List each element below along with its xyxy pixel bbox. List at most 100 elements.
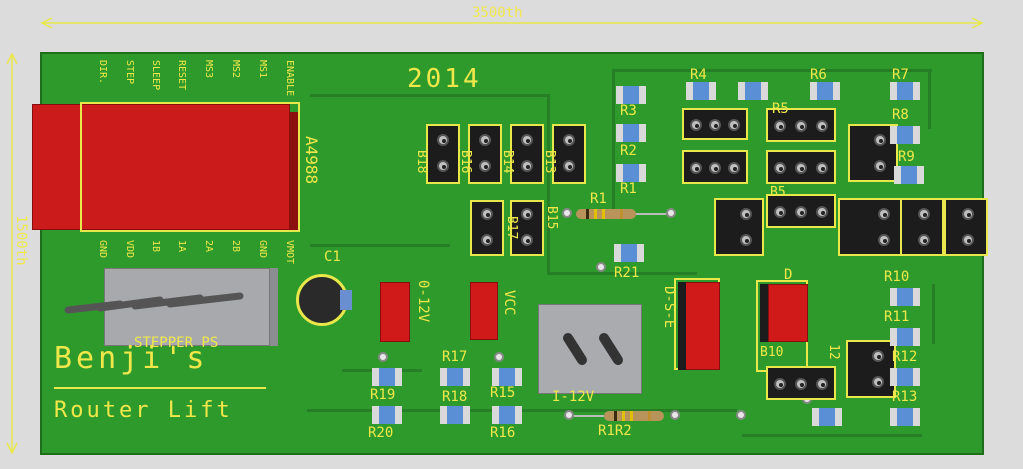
header-r3-group[interactable] <box>766 150 836 184</box>
c1-label: C1 <box>324 249 341 265</box>
pin-label-gnd-2: GND <box>257 240 268 259</box>
regulator-pins-icon <box>563 333 623 365</box>
a4988-module-shadow <box>290 112 300 230</box>
header-b18[interactable] <box>426 124 460 184</box>
resistor-r17[interactable] <box>440 368 470 386</box>
header-b15-label: B15 <box>544 206 559 230</box>
resistor-r8[interactable] <box>890 126 920 144</box>
pin-label-sleep: SLEEP <box>150 60 161 91</box>
header-b13[interactable] <box>552 124 586 184</box>
transistor-d-s-e[interactable] <box>684 282 720 370</box>
header-b14[interactable] <box>510 124 544 184</box>
pin-label-ms1: MS1 <box>257 60 268 79</box>
trace <box>547 272 697 275</box>
a4988-outline <box>80 102 300 232</box>
header-mid-right-2[interactable] <box>900 198 944 256</box>
height-dimension-label: 1500th <box>13 215 29 266</box>
trace <box>928 69 931 129</box>
resistor-r12-label: R12 <box>892 349 918 365</box>
header-b13-label: B13 <box>542 150 557 174</box>
transistor-heatsink <box>678 282 686 370</box>
relay-right-heatsink <box>760 284 768 342</box>
resistor-r2[interactable] <box>616 124 646 142</box>
header-mid-left[interactable] <box>714 198 764 256</box>
voltage-regulator[interactable] <box>538 304 642 394</box>
width-dimension-arrow-icon <box>40 17 984 29</box>
resistor-r1[interactable] <box>616 164 646 182</box>
title-underline <box>54 387 266 389</box>
stepper-ps-label: STEPPER PS <box>134 335 219 351</box>
relay-middle[interactable] <box>470 282 498 340</box>
resistor-r11-label: R11 <box>884 309 910 325</box>
resistor-r19-label: R19 <box>370 387 396 403</box>
header-b5[interactable] <box>766 194 836 228</box>
pin-label-vdd: VDD <box>124 240 135 259</box>
resistor-r20[interactable] <box>372 406 402 424</box>
header-r2-group[interactable] <box>682 150 748 184</box>
resistor-r17-label: R17 <box>442 349 468 365</box>
resistor-r15-part[interactable] <box>492 368 522 386</box>
resistor-r11[interactable] <box>890 328 920 346</box>
relay-right[interactable] <box>768 284 808 342</box>
pin-label-gnd: GND <box>97 240 108 259</box>
resistor-r12[interactable] <box>890 368 920 386</box>
header-b18-label: B18 <box>414 150 429 174</box>
via <box>378 352 388 362</box>
relay-left[interactable] <box>380 282 410 342</box>
header-b10-label: B10 <box>760 345 784 360</box>
resistor-r13[interactable] <box>890 408 920 426</box>
header-b16[interactable] <box>468 124 502 184</box>
header-mid-right-3[interactable] <box>944 198 988 256</box>
header-r5-group[interactable] <box>766 108 836 142</box>
stepper-connector-side <box>270 268 278 346</box>
th-r1-label: R1 <box>590 191 607 207</box>
resistor-r14[interactable] <box>812 408 842 426</box>
header-mid-right-1[interactable] <box>838 198 902 256</box>
trace <box>612 69 615 209</box>
resistor-r9-label: R9 <box>898 149 915 165</box>
th-resistor-r1[interactable] <box>576 209 636 219</box>
header-b17[interactable] <box>470 200 504 256</box>
resistor-r9[interactable] <box>894 166 924 184</box>
resistor-r4-label: R4 <box>690 67 707 83</box>
header-b10[interactable] <box>766 366 836 400</box>
resistor-r8-label: R8 <box>892 107 909 123</box>
resistor-r6[interactable] <box>810 82 840 100</box>
th-r2-pad-a <box>564 410 574 420</box>
via <box>736 410 746 420</box>
resistor-r1-label: R1 <box>620 181 637 197</box>
header-right-upper[interactable] <box>848 124 898 182</box>
header-b15[interactable] <box>510 200 544 256</box>
relay-left-label: 0-12V <box>415 280 431 323</box>
resistor-r10-label: R10 <box>884 269 910 285</box>
trace <box>310 94 550 97</box>
height-dimension-arrow-icon <box>6 52 18 455</box>
pcb-board: A4988 DIR. STEP SLEEP RESET MS3 MS2 MS1 … <box>32 52 988 455</box>
header-b17-label: B17 <box>504 216 519 240</box>
resistor-r6-label: R6 <box>810 67 827 83</box>
resistor-r20-label: R20 <box>368 425 394 441</box>
resistor-r18[interactable] <box>440 406 470 424</box>
resistor-r19[interactable] <box>372 368 402 386</box>
resistor-r5[interactable] <box>738 82 768 100</box>
board-title-line1: Benji's <box>54 341 209 376</box>
th-r1-pad-b <box>666 208 676 218</box>
transistor-label: D-S-E <box>661 286 677 329</box>
a4988-driver-module[interactable] <box>32 104 290 230</box>
header-b12[interactable] <box>846 340 896 398</box>
resistor-r3[interactable] <box>616 86 646 104</box>
resistor-r16[interactable] <box>492 406 522 424</box>
resistor-r3-label: R3 <box>620 103 637 119</box>
resistor-r2-label: R2 <box>620 143 637 159</box>
resistor-r7[interactable] <box>890 82 920 100</box>
resistor-r4[interactable] <box>686 82 716 100</box>
header-r4-group[interactable] <box>682 108 748 140</box>
resistor-r21[interactable] <box>614 244 644 262</box>
pin-label-enable: ENABLE <box>284 60 295 97</box>
c1-capacitor-stripe <box>340 290 352 310</box>
relay-right-label: D <box>784 267 793 283</box>
th-resistor-r2[interactable] <box>604 411 664 421</box>
resistor-r10[interactable] <box>890 288 920 306</box>
header-b14-label: B14 <box>500 150 515 174</box>
pin-label-dir: DIR. <box>97 60 108 85</box>
